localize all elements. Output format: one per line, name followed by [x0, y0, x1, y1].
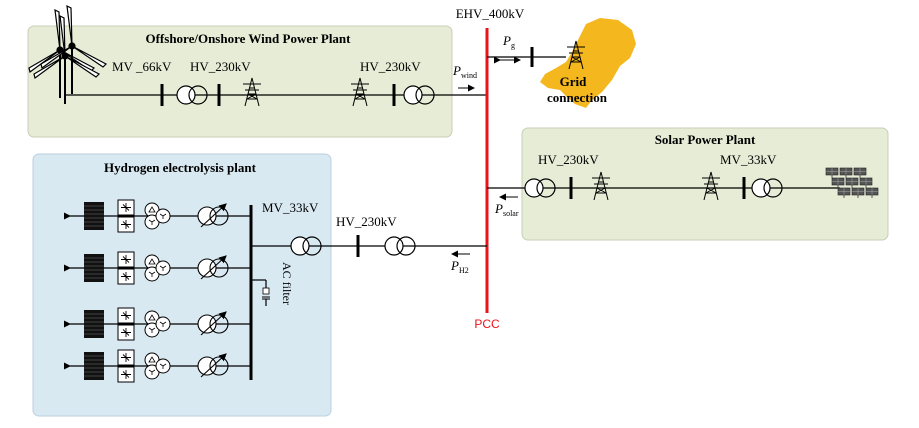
p-g-label: Pg	[502, 33, 515, 50]
converter-icon	[117, 199, 135, 216]
electrolyser-branch-3	[64, 307, 251, 341]
solar-hv-label: HV_230kV	[538, 152, 599, 167]
hydrogen-plant-title: Hydrogen electrolysis plant	[104, 160, 257, 175]
electrolyser-stack-icon	[83, 201, 105, 231]
electrolyser-stack-icon	[83, 253, 105, 283]
electrolyser-stack-icon	[83, 309, 105, 339]
converter-icon	[117, 216, 135, 233]
hydrogen-mv-label: MV_33kV	[262, 200, 319, 215]
converter-icon	[117, 349, 135, 366]
electrolyser-branch-4	[64, 349, 251, 383]
grid-label-line1: Grid	[560, 74, 587, 89]
electrolyser-branch-1	[64, 199, 251, 233]
converter-icon	[117, 324, 135, 341]
wind-plant-title: Offshore/Onshore Wind Power Plant	[145, 31, 351, 46]
converter-icon	[117, 307, 135, 324]
hydrogen-hv-label: HV_230kV	[336, 214, 397, 229]
wind-hv-label-2: HV_230kV	[360, 59, 421, 74]
p-solar-label: Psolar	[494, 201, 519, 218]
wind-mv-label: MV _66kV	[112, 59, 172, 74]
electrolyser-branch-2	[64, 251, 251, 285]
wind-plant-panel	[27, 25, 453, 138]
p-h2-label: PH2	[450, 258, 469, 275]
p-wind-label: Pwind	[452, 63, 477, 80]
converter-icon	[117, 268, 135, 285]
grid-label-line2: connection	[547, 90, 608, 105]
electrolyser-stack-icon	[83, 351, 105, 381]
ehv-label: EHV_400kV	[456, 6, 525, 21]
wind-hv-label-1: HV_230kV	[190, 59, 251, 74]
converter-icon	[117, 251, 135, 268]
converter-icon	[117, 366, 135, 383]
netherlands-map-icon	[540, 18, 636, 108]
hydrogen-plant-panel	[32, 153, 332, 417]
pcc-label: PCC	[474, 317, 500, 331]
solar-mv-label: MV_33kV	[720, 152, 777, 167]
ac-filter-icon	[251, 279, 270, 306]
ac-filter-label: AC filter	[280, 262, 294, 305]
solar-plant-title: Solar Power Plant	[655, 132, 756, 147]
